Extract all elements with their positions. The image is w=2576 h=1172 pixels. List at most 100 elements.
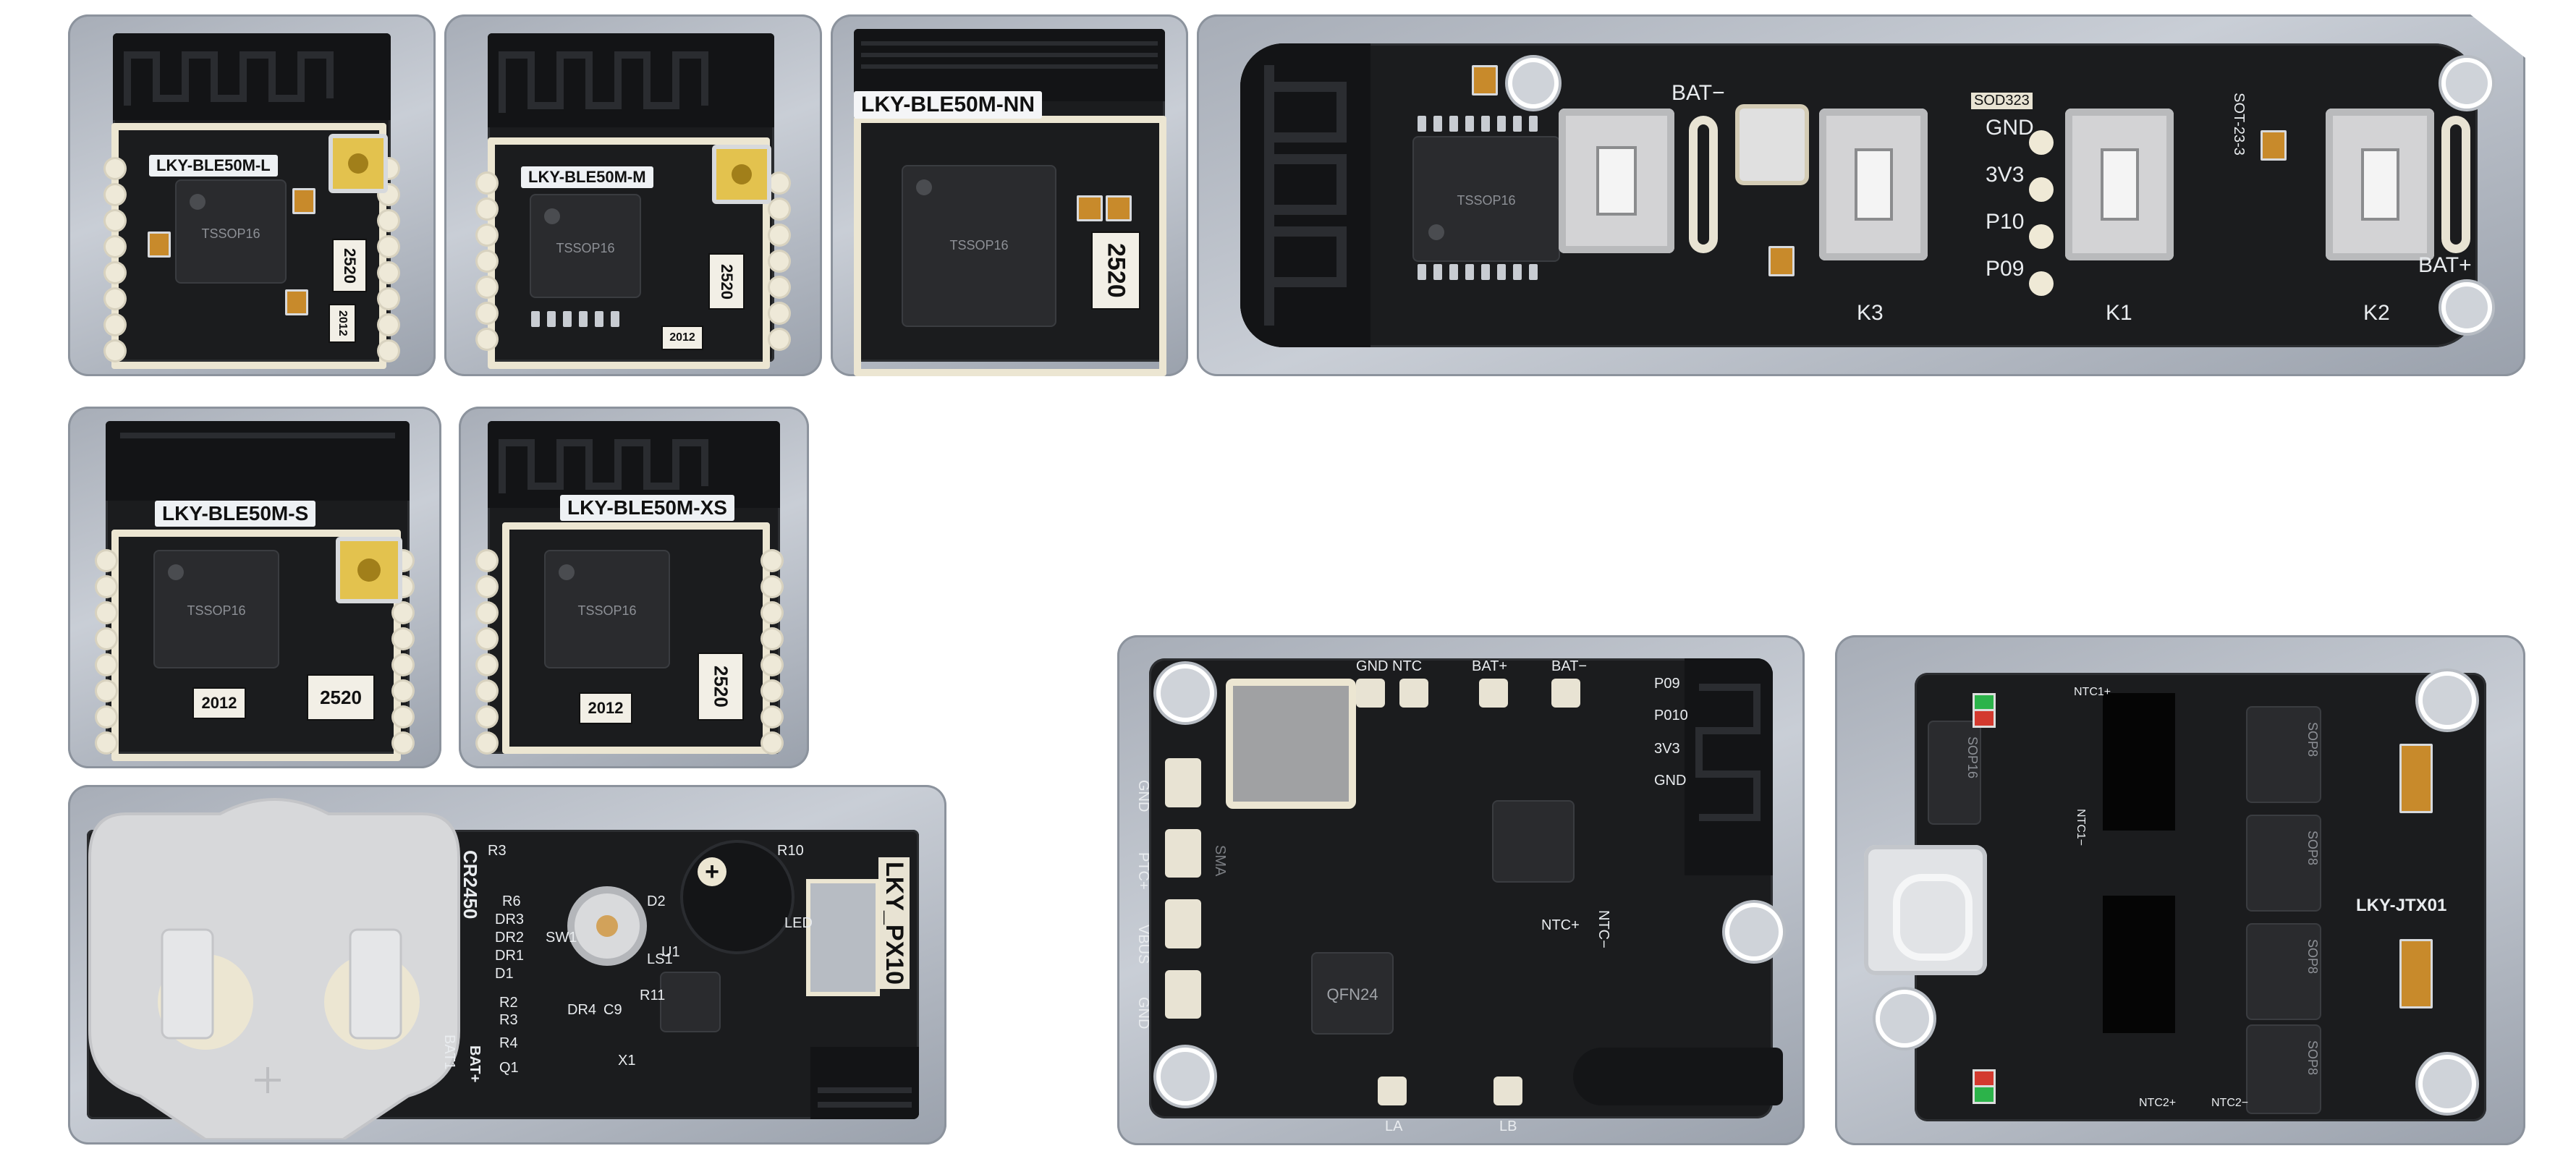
castellated-pads-left (106, 159, 124, 360)
silk-k1: K1 (2106, 301, 2132, 325)
silk-ntc-minus: NTC− (1596, 910, 1611, 948)
mount-hole (1156, 664, 1214, 722)
capacitor (1077, 195, 1103, 221)
silk-label: BAT+ (467, 1045, 483, 1083)
ufl-connector-icon (336, 537, 402, 603)
mount-hole (1725, 903, 1783, 961)
silk-label: R11 (640, 988, 666, 1003)
tssop16-chip: TSSOP16 (155, 551, 278, 667)
castellated-pads-right (770, 174, 789, 349)
resistor-array (2399, 744, 2433, 813)
resistor-array (2399, 939, 2433, 1008)
test-point (2029, 177, 2054, 202)
silk-label: R4 (499, 1035, 518, 1051)
silk-label: DR4 (567, 1002, 597, 1018)
silk-p10: P10 (1986, 210, 2025, 234)
silk-label: DR3 (495, 912, 525, 927)
inductor-2012: 2012 (579, 692, 632, 724)
tssop16-chip: TSSOP16 (531, 195, 640, 297)
silk-bat-minus: BAT− (1551, 658, 1588, 674)
silk-gnd-left: GND (1135, 780, 1151, 812)
antenna-trace-icon (488, 421, 780, 508)
jtx-board-tray: SOP8 SOP8 SOP8 SOP8 SOP16 LKY-JTX01 NTC1… (1835, 635, 2525, 1145)
silk-sod323: SOD323 (1971, 93, 2033, 109)
silk-ntc2-plus: NTC2+ (2139, 1097, 2177, 1109)
battery-type-label: CR2450 (459, 850, 481, 920)
led-button[interactable] (575, 893, 640, 959)
mount-hole (1156, 1048, 1214, 1105)
silk-ntc1-plus: NTC1+ (2074, 686, 2111, 698)
chip-pins-bottom (1418, 264, 1538, 280)
tssop16-chip: TSSOP16 (177, 181, 285, 282)
power-inductor (1226, 679, 1356, 809)
silk-bat-minus: BAT− (1672, 81, 1725, 105)
tssop16-chip: TSSOP16 (546, 551, 669, 667)
silk-label: BAT1 (441, 1035, 457, 1070)
test-point (2029, 224, 2054, 249)
led-red-icon (1973, 1069, 1996, 1088)
silk-label: R2 (499, 995, 518, 1011)
charger-board-tray: QFN24 GND PTC+ VBUS GND SMA GND NTC BAT+… (1117, 635, 1805, 1145)
module-label: LKY-BLE50M-M (521, 166, 653, 188)
antenna-trace-icon (1685, 658, 1773, 875)
tact-switch-k3[interactable] (1819, 109, 1928, 260)
crystal-pad (806, 879, 880, 996)
heatsink-block (2103, 896, 2175, 1033)
sop8-chip: SOP8 (2247, 1026, 2320, 1113)
silk-label: LS1 (647, 951, 673, 967)
silk-3v3: 3V3 (1986, 163, 2025, 187)
battery-pad-minus (1689, 116, 1718, 253)
silk-label: U1 (661, 944, 680, 960)
silk-ptc-plus: PTC+ (1135, 852, 1151, 890)
heatsink-block (2103, 693, 2175, 831)
silk-gnd-left-2: GND (1135, 997, 1151, 1029)
silk-label: Q1 (499, 1060, 519, 1076)
capacitor (1106, 195, 1132, 221)
ntc-pad (1399, 679, 1428, 708)
antenna-trace-icon (113, 33, 391, 120)
silk-label: X1 (618, 1053, 636, 1069)
silk-bat-plus: BAT+ (2418, 253, 2472, 277)
silk-label: C9 (603, 1002, 622, 1018)
inductor-2012: 2012 (192, 687, 246, 719)
remote-board-tray: TSSOP16 BAT− BAT+ GND 3V3 P10 P09 K3 K1 … (1197, 14, 2525, 376)
inductor-2520: 2520 (708, 253, 745, 310)
tact-switch-button[interactable] (1559, 109, 1674, 253)
module-tray-ble50m-xs: LKY-BLE50M-XS TSSOP16 2012 2520 (459, 407, 809, 768)
castellated-pads-right (379, 159, 398, 360)
cr2450-battery-holder (82, 792, 466, 1141)
silk-label: LED (784, 915, 813, 931)
module-label: LKY-BLE50M-S (155, 501, 316, 527)
silk-label: SW1 (546, 930, 577, 946)
test-point (2029, 271, 2054, 296)
ntc-cable (1573, 1048, 1783, 1105)
coin-board-tray: CR2450 LKY_PX10 + R3 R6 DR3 DR2 DR1 D1 R… (68, 785, 946, 1145)
silk-vbus: VBUS (1135, 925, 1151, 964)
ufl-connector-icon (329, 134, 388, 193)
silk-sot23: SOT-23-3 (2230, 93, 2247, 156)
la-pad (1378, 1077, 1407, 1105)
ufl-connector-icon (712, 145, 771, 204)
capacitor (148, 232, 171, 258)
sop8-chip: SOP8 (2247, 816, 2320, 910)
module-label: LKY-BLE50M-L (149, 155, 278, 177)
qfn24-chip: QFN24 (1313, 954, 1392, 1033)
header-pins (531, 311, 619, 327)
led-red-icon (1973, 709, 1996, 728)
silk-la: LA (1385, 1118, 1403, 1134)
silk-lb: LB (1499, 1118, 1517, 1134)
inductor-pad (1740, 109, 1805, 181)
inductor-2012: 2012 (329, 304, 356, 343)
antenna-trace-icon (854, 29, 1165, 101)
tact-switch-k1[interactable] (2065, 109, 2174, 260)
silk-gnd: GND (1986, 116, 2034, 140)
antenna-trace-icon (1240, 43, 1370, 347)
mount-hole (2441, 282, 2492, 333)
tact-switch-k2[interactable] (2326, 109, 2434, 260)
gnd-pad (1356, 679, 1385, 708)
usb-c-connector-icon (1864, 845, 1987, 975)
sop8-chip: SOP8 (2247, 925, 2320, 1019)
silk-ntc1-minus: NTC1− (2075, 809, 2087, 846)
mount-hole (2418, 671, 2476, 729)
sop8-chip: SOP8 (2247, 708, 2320, 802)
